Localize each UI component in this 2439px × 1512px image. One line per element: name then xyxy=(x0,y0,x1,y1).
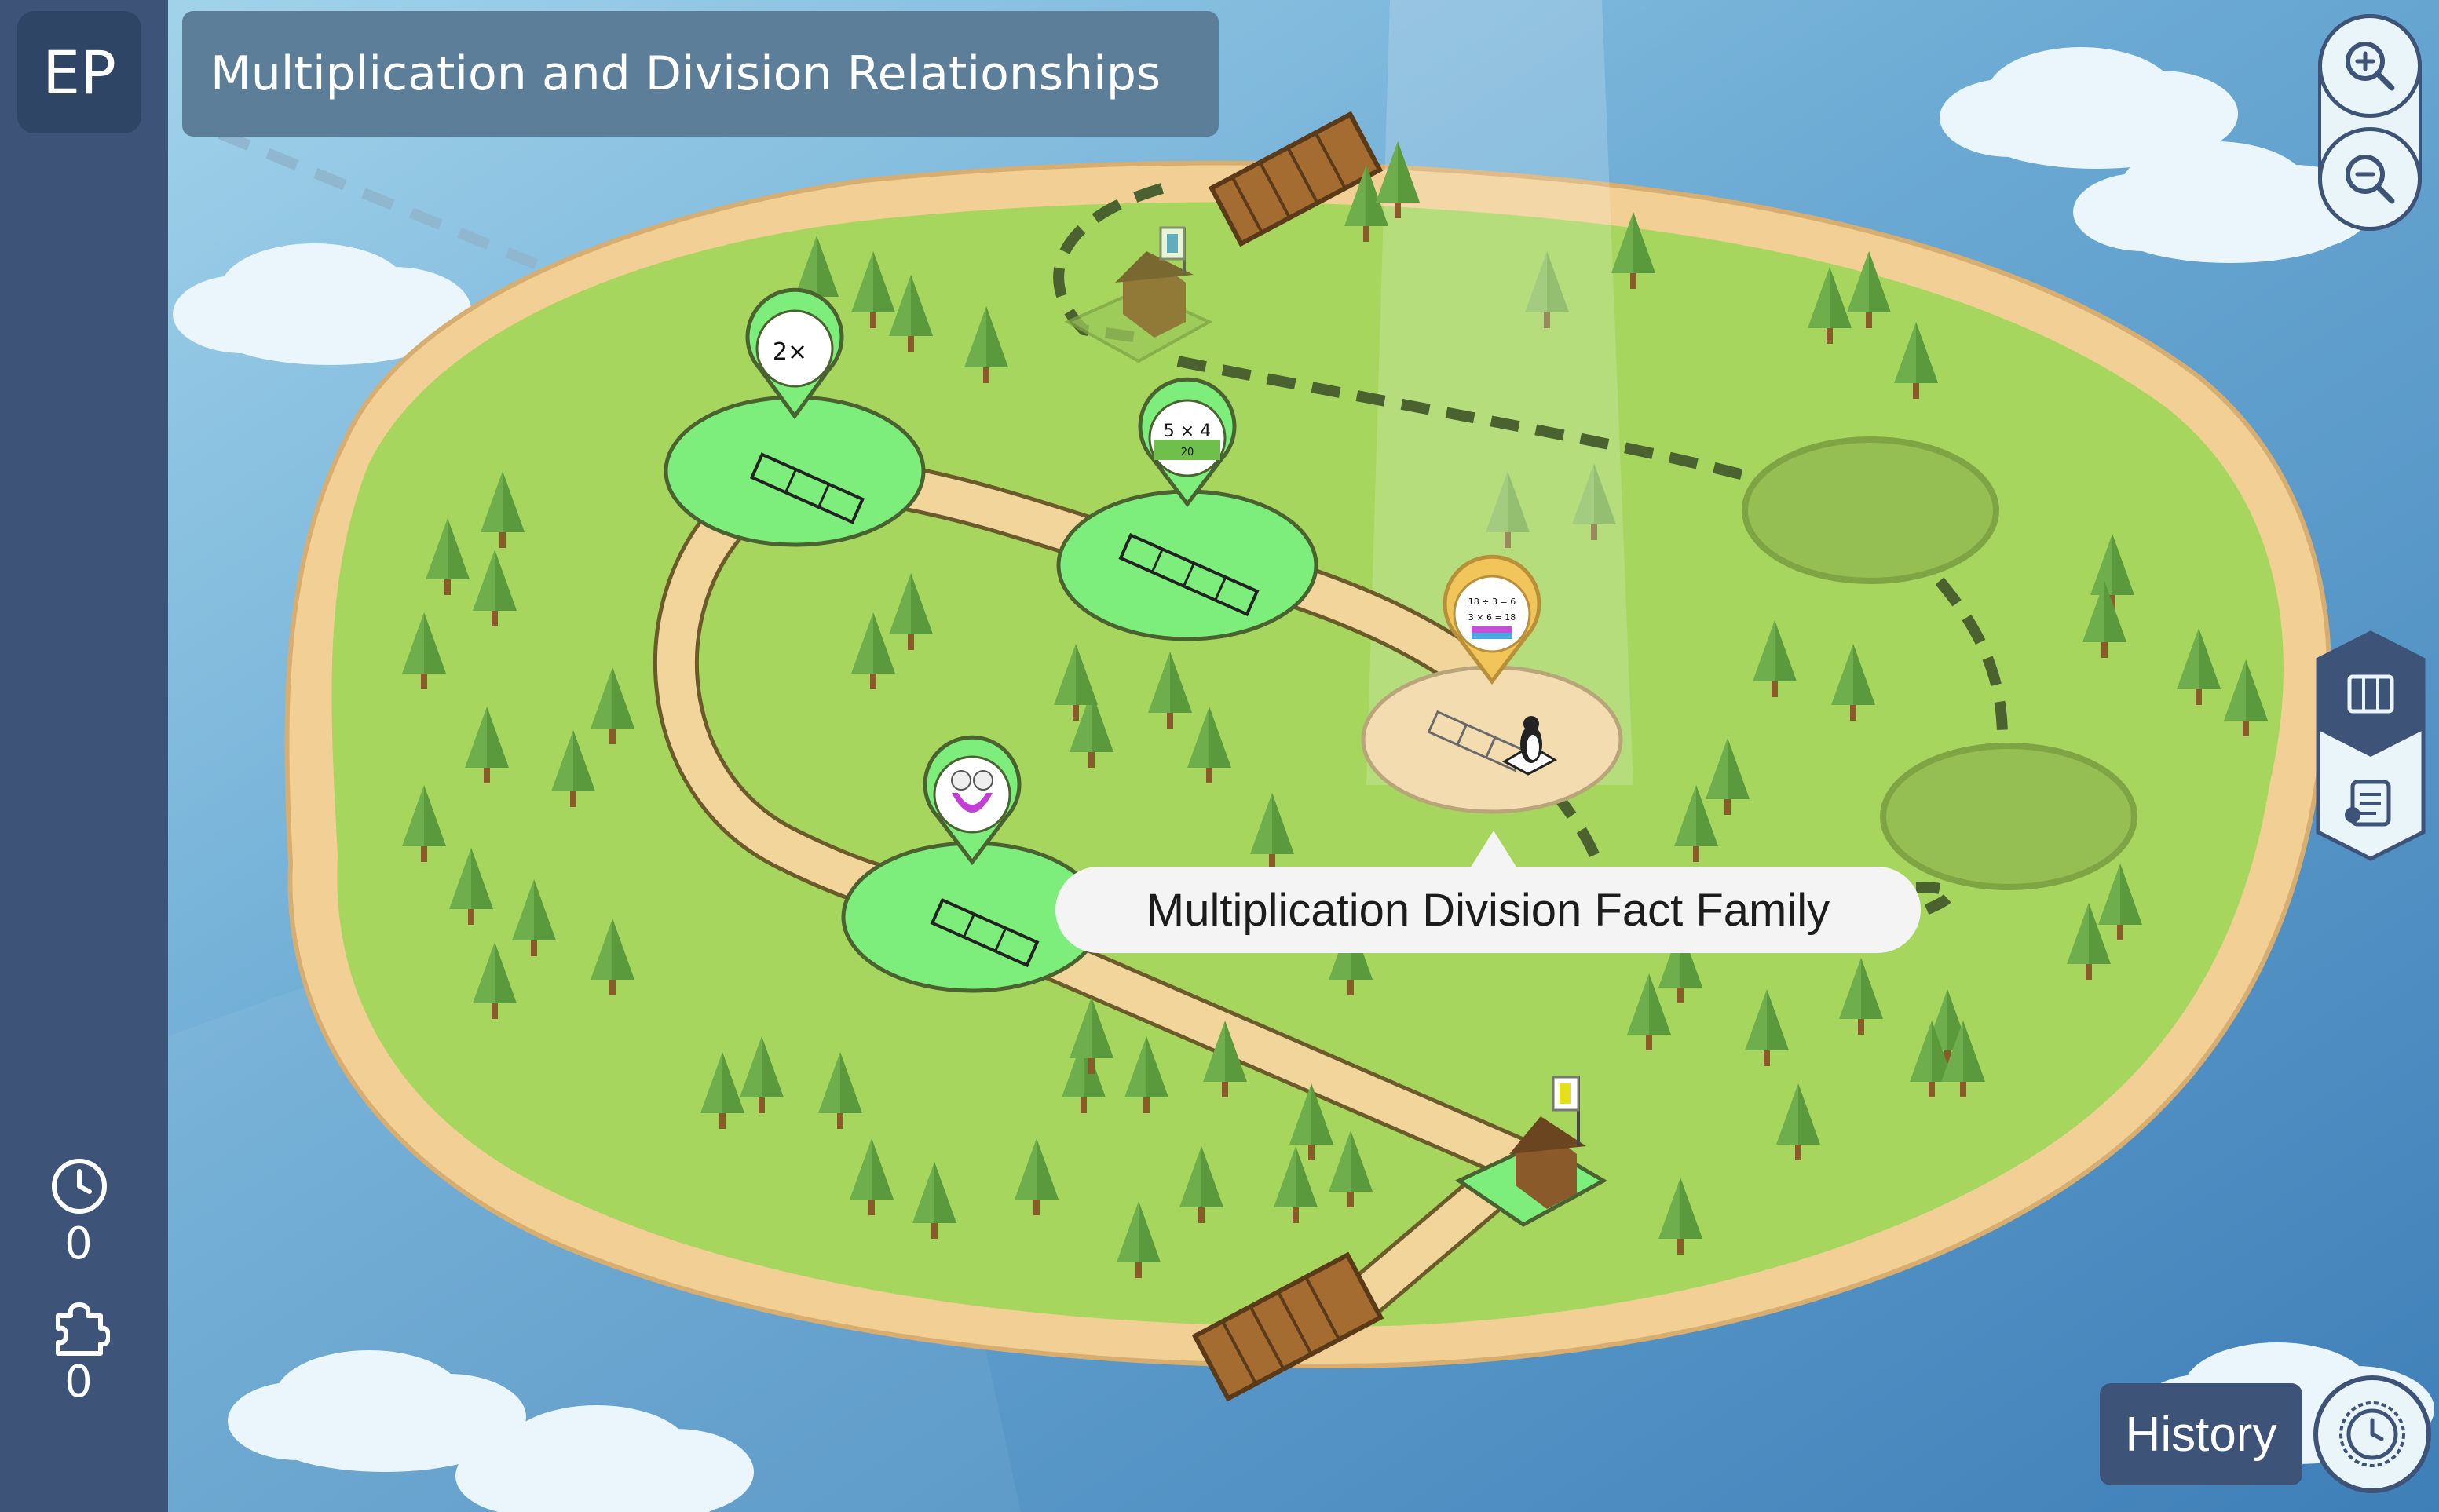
tooltip-arrow xyxy=(1470,831,1517,868)
zoom-in-icon xyxy=(2346,42,2395,91)
house-checkpoint xyxy=(1454,1076,1608,1227)
zoom-in-button[interactable] xyxy=(2318,14,2422,118)
node-2-pin[interactable]: 5 × 4 20 xyxy=(1138,377,1237,508)
map-icon xyxy=(2347,674,2394,714)
node-2-icon-subtext: 20 xyxy=(1181,447,1194,458)
node-3-icon-subtext: 3 × 6 = 18 xyxy=(1468,612,1516,623)
lesson-title: Multiplication and Division Relationship… xyxy=(182,11,1219,137)
puzzle-count: 0 xyxy=(64,1357,93,1408)
node-2-platform[interactable] xyxy=(1056,489,1318,641)
notes-button[interactable] xyxy=(2345,780,2391,827)
node-3-pin[interactable]: 18 ÷ 3 = 6 3 × 6 = 18 xyxy=(1443,554,1541,685)
node-3-platform[interactable] xyxy=(1361,665,1623,814)
puzzle-icon xyxy=(56,1302,110,1356)
node-1-pin[interactable]: 2× xyxy=(745,287,844,420)
side-panel xyxy=(2316,630,2426,861)
zoom-out-button[interactable] xyxy=(2318,127,2422,231)
node-4-platform[interactable] xyxy=(841,841,1103,993)
user-avatar[interactable]: EP xyxy=(17,11,141,133)
node-4-pin[interactable] xyxy=(923,735,1022,866)
clock-icon xyxy=(52,1159,107,1214)
history-clock-icon xyxy=(2339,1401,2405,1467)
history-label[interactable]: History xyxy=(2100,1383,2302,1485)
node-1-platform[interactable] xyxy=(664,395,926,547)
notes-icon xyxy=(2345,780,2391,827)
sidebar: EP 0 0 xyxy=(0,0,168,1512)
zoom-out-icon xyxy=(2346,155,2395,204)
map-button[interactable] xyxy=(2318,633,2423,757)
node-3-icon-text: 18 ÷ 3 = 6 xyxy=(1468,597,1516,607)
history-button[interactable] xyxy=(2313,1375,2431,1493)
node-tooltip: Multiplication Division Fact Family xyxy=(1055,867,1921,953)
house-locked xyxy=(1064,226,1213,363)
time-count: 0 xyxy=(64,1218,93,1269)
node-1-icon-text: 2× xyxy=(773,338,807,366)
node-2-icon-text: 5 × 4 xyxy=(1164,422,1211,441)
